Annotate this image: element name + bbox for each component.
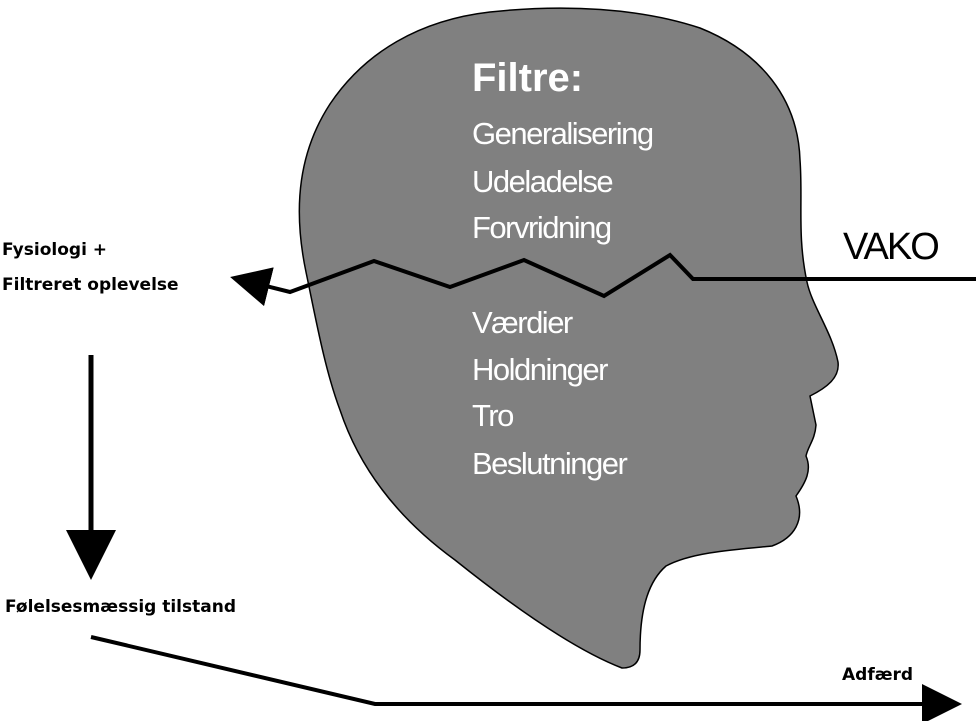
behavior-arrow bbox=[90, 635, 962, 721]
filter-item-lower: Holdninger bbox=[472, 352, 608, 387]
head-silhouette bbox=[298, 7, 839, 669]
filter-item-lower: Beslutninger bbox=[472, 446, 628, 481]
filter-item-upper: Forvridning bbox=[472, 210, 612, 245]
emotional-state-label: Følelsesmæssig tilstand bbox=[5, 597, 237, 617]
perception-zigzag-arrow bbox=[230, 252, 976, 307]
behavior-label: Adfærd bbox=[842, 665, 914, 685]
filter-item-lower: Værdier bbox=[472, 305, 573, 340]
filter-item-upper: Udeladelse bbox=[472, 164, 614, 199]
filter-item-lower: Tro bbox=[472, 398, 514, 433]
filtered-experience-label: Filtreret oplevelse bbox=[2, 275, 179, 295]
vako-label: VAKO bbox=[843, 226, 940, 268]
filter-item-upper: Generalisering bbox=[472, 116, 654, 151]
physiology-label: Fysiologi + bbox=[2, 240, 108, 260]
filters-title: Filtre: bbox=[472, 56, 584, 100]
